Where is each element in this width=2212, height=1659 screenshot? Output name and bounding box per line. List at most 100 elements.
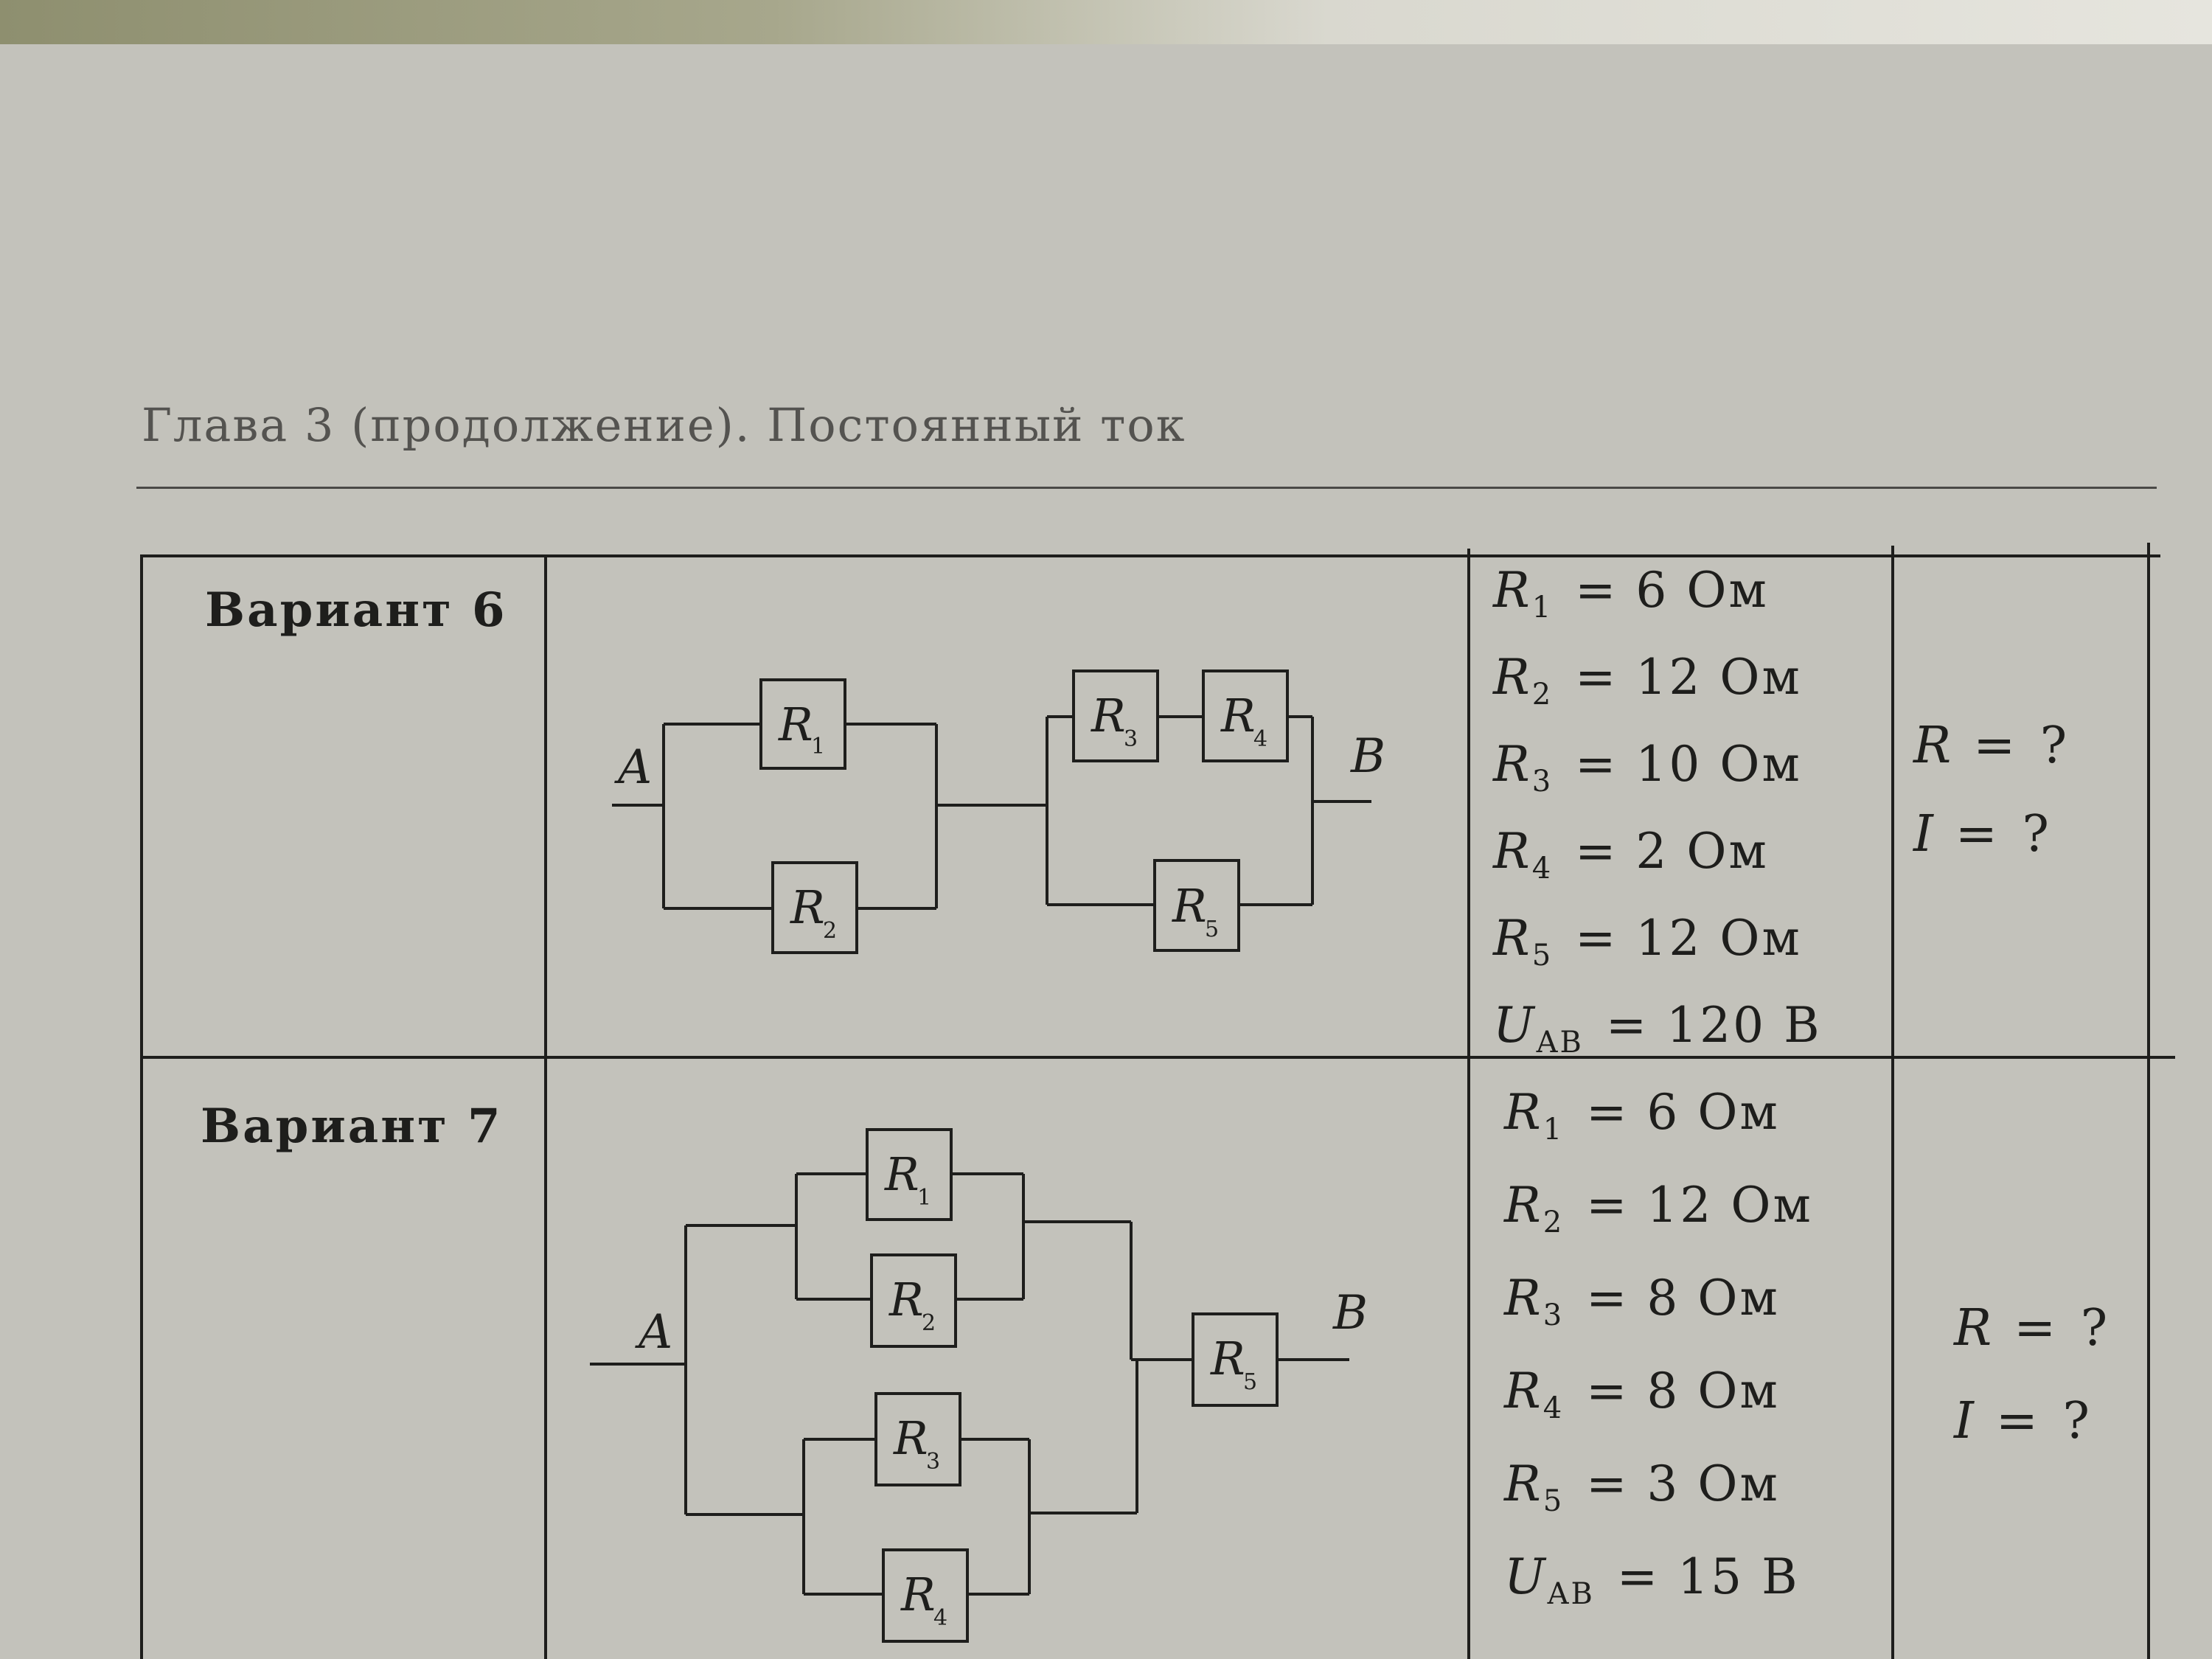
v6-r3-label: R (1091, 689, 1126, 742)
given-subscript: 1 (1531, 591, 1554, 625)
find-line: I= ? (1913, 805, 2053, 863)
given-symbol: U (1504, 1548, 1548, 1605)
given-line: R5= 12 Ом (1493, 910, 1802, 973)
given-value: = 120 В (1605, 997, 1822, 1054)
variant-6-circuit: R 1 R 2 R 3 R 4 R 5 A B (612, 669, 1385, 954)
given-subscript: 2 (1531, 678, 1554, 712)
v6-resistor-r1 (759, 678, 846, 770)
v6-resistor-r4 (1202, 669, 1289, 762)
v6-node-a: A (614, 740, 652, 795)
given-symbol: R (1493, 910, 1532, 967)
given-value: = 2 Ом (1575, 823, 1769, 880)
find-line: R = ? (1913, 717, 2071, 775)
v6-resistor-r3 (1072, 669, 1159, 762)
v6-r5-label: R (1172, 879, 1207, 933)
table-top-border (140, 554, 2160, 557)
table-right-border (2147, 543, 2150, 1659)
v7-node-a: A (635, 1305, 672, 1360)
v6-r1-sub: 1 (811, 734, 825, 759)
v7-resistor-r2 (870, 1253, 957, 1348)
table-col-divider-1 (544, 554, 547, 1659)
find-value: = ? (2014, 1299, 2112, 1357)
given-line: R1 = 6 Ом (1493, 562, 1769, 625)
given-subscript: 3 (1531, 765, 1554, 799)
given-subscript: 4 (1543, 1391, 1565, 1426)
given-subscript: 1 (1543, 1113, 1565, 1147)
v7-r2-label: R (888, 1273, 924, 1326)
given-line: UAB= 15 В (1504, 1548, 1800, 1611)
v6-r2-sub: 2 (823, 918, 837, 944)
given-value: = 8 Ом (1586, 1363, 1780, 1419)
given-symbol: R (1493, 823, 1532, 880)
given-subscript: 3 (1543, 1298, 1565, 1333)
given-symbol: R (1504, 1270, 1543, 1326)
find-line: R = ? (1954, 1299, 2112, 1357)
given-line: R2 = 12 Ом (1504, 1177, 1813, 1239)
given-line: R5 = 3 Ом (1504, 1455, 1780, 1518)
v7-resistor-r4 (882, 1548, 969, 1643)
find-line: I = ? (1954, 1392, 2094, 1450)
v7-r4-label: R (900, 1568, 936, 1621)
given-value: = 12 Ом (1575, 649, 1802, 706)
given-line: R3 = 8 Ом (1504, 1270, 1780, 1332)
chapter-header: Глава 3 (продолжение). Постоянный ток (142, 398, 1186, 452)
find-value: = ? (1995, 1392, 2094, 1450)
find-symbol: R (1954, 1299, 1997, 1357)
given-line: R1= 6 Ом (1504, 1084, 1780, 1147)
v6-r3-sub: 3 (1124, 726, 1138, 752)
variant-7-circuit: R 1 R 2 R 3 R 4 R 5 A B (590, 1128, 1368, 1643)
given-symbol: R (1504, 1177, 1543, 1234)
v7-r1-sub: 1 (917, 1185, 931, 1211)
find-symbol: R (1913, 717, 1956, 775)
given-value: = 10 Ом (1575, 736, 1802, 793)
variant-6-label: Вариант 6 (205, 582, 507, 638)
given-subscript: AB (1547, 1577, 1595, 1612)
given-subscript: AB (1536, 1026, 1584, 1060)
given-value: = 8 Ом (1586, 1270, 1780, 1326)
find-value: = ? (1973, 717, 2072, 775)
given-line: R3 = 10 Ом (1493, 736, 1802, 799)
given-subscript: 4 (1531, 852, 1554, 886)
v7-node-b: B (1332, 1286, 1368, 1340)
table-col-divider-3 (1891, 546, 1894, 1659)
given-symbol: R (1504, 1455, 1543, 1512)
table-col-divider-2 (1467, 549, 1470, 1659)
v7-r1-label: R (884, 1147, 919, 1201)
given-symbol: R (1493, 649, 1532, 706)
v7-r5-sub: 5 (1243, 1369, 1257, 1395)
given-symbol: R (1504, 1084, 1543, 1141)
given-subscript: 5 (1531, 939, 1554, 973)
given-subscript: 5 (1543, 1484, 1565, 1519)
header-rule (136, 487, 2157, 489)
given-value: = 6 Ом (1575, 562, 1769, 619)
find-symbol: I (1954, 1392, 1978, 1450)
v7-resistor-r1 (866, 1128, 953, 1221)
given-line: R4= 8 Ом (1504, 1363, 1780, 1425)
v6-r4-label: R (1220, 689, 1256, 742)
v6-r1-label: R (778, 698, 813, 751)
v7-resistor-r3 (874, 1392, 961, 1486)
given-value: = 3 Ом (1586, 1455, 1780, 1512)
page (0, 44, 2212, 1659)
given-line: R4 = 2 Ом (1493, 823, 1769, 886)
v6-resistor-r5 (1153, 859, 1240, 952)
v7-resistor-r5 (1192, 1312, 1279, 1407)
given-symbol: R (1493, 736, 1532, 793)
v6-r4-sub: 4 (1253, 726, 1267, 752)
v6-resistor-r2 (771, 861, 858, 954)
v6-node-b: B (1350, 729, 1385, 784)
v7-r5-label: R (1210, 1332, 1245, 1385)
v7-r2-sub: 2 (922, 1310, 936, 1336)
find-symbol: I (1913, 805, 1938, 863)
given-symbol: R (1493, 562, 1532, 619)
given-line: UAB = 120 В (1493, 997, 1822, 1060)
v6-r2-label: R (790, 880, 825, 934)
given-symbol: U (1493, 997, 1537, 1054)
variant-7-label: Вариант 7 (201, 1099, 503, 1154)
v6-r5-sub: 5 (1205, 917, 1219, 942)
given-value: = 12 Ом (1586, 1177, 1813, 1234)
problem-table: Вариант 6 (140, 532, 2175, 1659)
given-subscript: 2 (1543, 1206, 1565, 1240)
given-line: R2 = 12 Ом (1493, 649, 1802, 712)
v7-r3-label: R (893, 1411, 928, 1465)
